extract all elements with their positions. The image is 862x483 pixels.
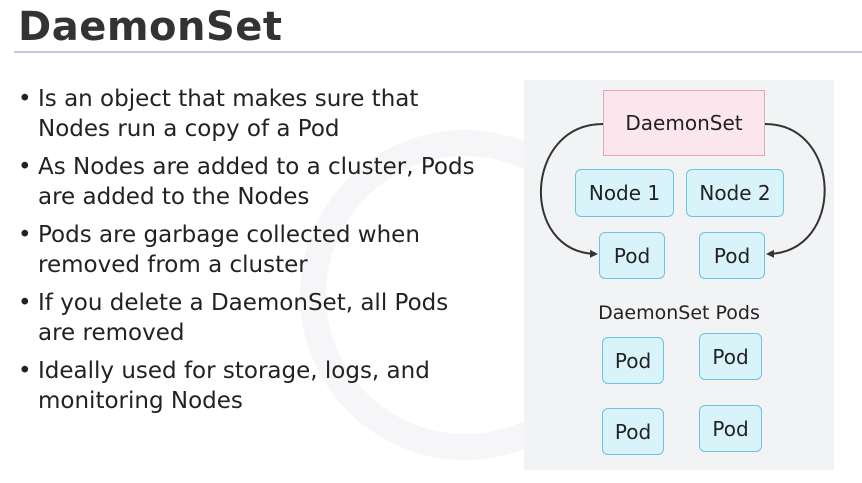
node-2-box: Node 2 — [686, 169, 784, 217]
node-2-pod-box: Pod — [699, 232, 765, 279]
bullet-line: As Nodes are added to a cluster, Pods — [38, 154, 475, 180]
daemonset-diagram: DaemonSet Node 1 Node 2 Pod Pod DaemonSe… — [524, 80, 834, 470]
bullet-item: • If you delete a DaemonSet, all Pods ar… — [16, 288, 516, 348]
bullet-item: • Is an object that makes sure that Node… — [16, 84, 516, 144]
bullet-item: • Pods are garbage collected when remove… — [16, 220, 516, 280]
node-1-pod-box: Pod — [599, 232, 665, 279]
bullet-line: Nodes run a copy of a Pod — [38, 116, 340, 142]
title-divider — [14, 51, 862, 53]
daemonset-box: DaemonSet — [603, 90, 765, 156]
node-1-box: Node 1 — [575, 169, 674, 217]
daemonset-pod-box: Pod — [602, 337, 664, 384]
bullet-line: are added to the Nodes — [38, 184, 310, 210]
bullet-dot: • — [18, 358, 32, 384]
bullet-line: Ideally used for storage, logs, and — [38, 358, 430, 384]
bullet-item: • As Nodes are added to a cluster, Pods … — [16, 152, 516, 212]
bullet-dot: • — [18, 154, 32, 180]
bullet-line: Pods are garbage collected when — [38, 222, 420, 248]
page-title: DaemonSet — [18, 4, 283, 50]
bullet-dot: • — [18, 222, 32, 248]
arrow-left — [539, 123, 604, 258]
bullet-line: Is an object that makes sure that — [38, 86, 419, 112]
daemonset-pod-box: Pod — [602, 408, 664, 455]
bullet-line: removed from a cluster — [38, 252, 308, 278]
diagram-arrows — [539, 123, 826, 258]
daemonset-pods-label: DaemonSet Pods — [598, 302, 760, 324]
bullet-line: monitoring Nodes — [38, 388, 243, 414]
bullet-item: • Ideally used for storage, logs, and mo… — [16, 356, 516, 416]
bullet-dot: • — [18, 290, 32, 316]
daemonset-pod-box: Pod — [699, 333, 762, 380]
bullet-list: • Is an object that makes sure that Node… — [16, 84, 516, 424]
arrow-right — [764, 123, 826, 258]
bullet-line: are removed — [38, 320, 185, 346]
bullet-dot: • — [18, 86, 32, 112]
daemonset-pod-box: Pod — [699, 405, 762, 452]
bullet-line: If you delete a DaemonSet, all Pods — [38, 290, 449, 316]
